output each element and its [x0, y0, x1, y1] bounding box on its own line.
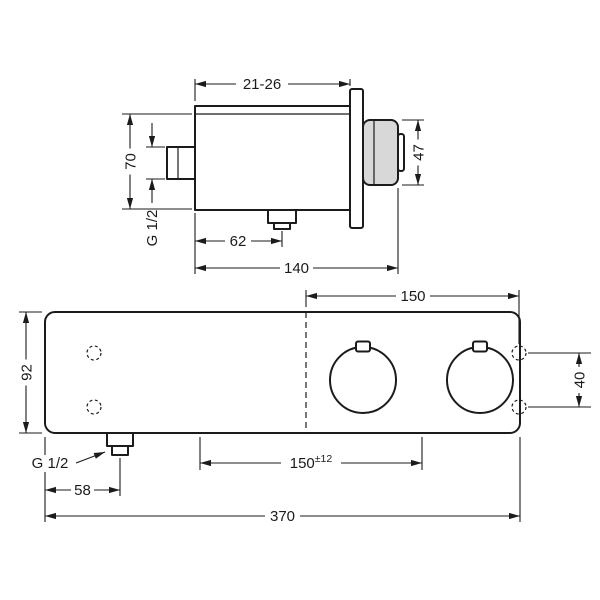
rotated-label: G 1/2	[144, 210, 161, 247]
handle-cap	[397, 133, 405, 172]
side-view-outline	[166, 88, 405, 230]
label-bg	[396, 288, 430, 304]
dim-outlet-offset-front-label: 58	[74, 482, 91, 499]
rotated-label: 70	[122, 148, 140, 175]
rotated-label: 92	[18, 359, 36, 386]
left-knob-notch	[355, 340, 371, 353]
label-bg	[71, 482, 94, 498]
dim-center-to-port: 150	[305, 288, 520, 344]
dim-outlet-offset-side-label: 62	[230, 233, 247, 250]
inlet-thread-callout: G 1/2	[144, 123, 165, 246]
dim-total-depth: 140	[194, 188, 399, 277]
outlet-fitting	[106, 432, 134, 447]
dim-port-spacing-label: 40	[572, 372, 589, 389]
pointer-arrow	[75, 451, 106, 464]
label-bg	[281, 454, 341, 471]
outlet-nut-lower	[273, 222, 291, 230]
mounting-hole-bottom	[86, 399, 102, 415]
dim-body-height-side-label: 70	[123, 153, 140, 170]
label-bg	[410, 139, 426, 166]
right-knob-notch	[472, 340, 488, 353]
inlet-fitting	[166, 146, 196, 180]
dim-wall-distance: 21-26	[194, 76, 351, 101]
label-bg	[122, 148, 138, 175]
side-view: 21-26 70 G 1/2 47	[122, 76, 428, 277]
rotated-label: 47	[410, 139, 428, 166]
dim-total-width-label: 370	[270, 508, 295, 525]
rotated-label: 40	[571, 367, 589, 393]
mixer-body-front	[44, 311, 521, 434]
label-bg	[280, 260, 313, 276]
mixer-body-side	[194, 105, 351, 211]
label-bg	[265, 508, 300, 524]
wall-plate	[349, 88, 364, 229]
dim-body-height-front: 92	[18, 311, 42, 434]
dim-outlet-offset-side: 62	[195, 231, 283, 250]
label-bg	[225, 233, 251, 249]
label-bg	[28, 455, 72, 472]
left-knob	[329, 346, 397, 414]
outlet-thread-callout: G 1/2	[28, 451, 106, 472]
mounting-hole-top	[86, 345, 102, 361]
dim-center-to-port-label: 150	[400, 288, 425, 305]
right-knob	[446, 346, 514, 414]
label-bg	[18, 359, 34, 386]
handle-side	[362, 119, 399, 186]
dim-connection-spacing: 150±12	[199, 437, 423, 472]
outlet-thread-label: G 1/2	[32, 455, 69, 472]
inlet-thread-label: G 1/2	[144, 210, 161, 247]
dim-outlet-offset-front: 58	[44, 437, 121, 522]
dim-port-spacing: 40	[528, 352, 591, 408]
port-bottom	[511, 399, 527, 415]
label-bg	[236, 76, 288, 92]
dim-wall-distance-label: 21-26	[243, 76, 281, 93]
dim-handle-height: 47	[402, 119, 428, 186]
dim-total-depth-label: 140	[284, 260, 309, 277]
dim-body-height-side: 70	[122, 113, 192, 210]
label-bg	[571, 367, 587, 393]
front-view: 150 92 40 150±12	[18, 288, 591, 525]
dim-body-height-front-label: 92	[19, 364, 36, 381]
dim-handle-height-label: 47	[411, 144, 428, 161]
dim-connection-spacing-label: 150±12	[290, 453, 333, 472]
outlet-nut	[267, 209, 297, 224]
dim-total-width: 370	[45, 437, 521, 525]
port-top	[511, 345, 527, 361]
outlet-fitting-lower	[111, 445, 129, 456]
front-view-outline	[44, 311, 527, 456]
